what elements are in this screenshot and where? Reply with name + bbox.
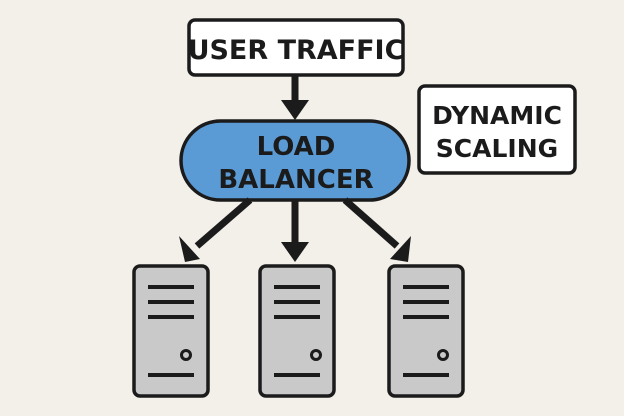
user-traffic-label: USER TRAFFIC <box>188 35 405 66</box>
dynamic-scaling-label-line2: SCALING <box>436 134 558 163</box>
load-balancer-label-line2: BALANCER <box>218 165 373 195</box>
server-2-icon <box>258 264 336 398</box>
user-traffic-node: USER TRAFFIC <box>187 18 405 77</box>
arrow-balancer-to-server-3 <box>342 197 411 262</box>
arrow-balancer-to-server-1 <box>179 197 253 262</box>
load-balancer-node: LOAD BALANCER <box>179 119 411 202</box>
dynamic-scaling-label-line1: DYNAMIC <box>432 101 562 130</box>
server-3-icon <box>387 264 465 398</box>
server-1-icon <box>132 264 210 398</box>
dynamic-scaling-note: DYNAMIC SCALING <box>417 84 577 175</box>
arrow-traffic-to-balancer <box>281 75 309 120</box>
load-balancer-label-line1: LOAD <box>257 132 336 162</box>
arrow-balancer-to-server-2 <box>281 200 309 262</box>
